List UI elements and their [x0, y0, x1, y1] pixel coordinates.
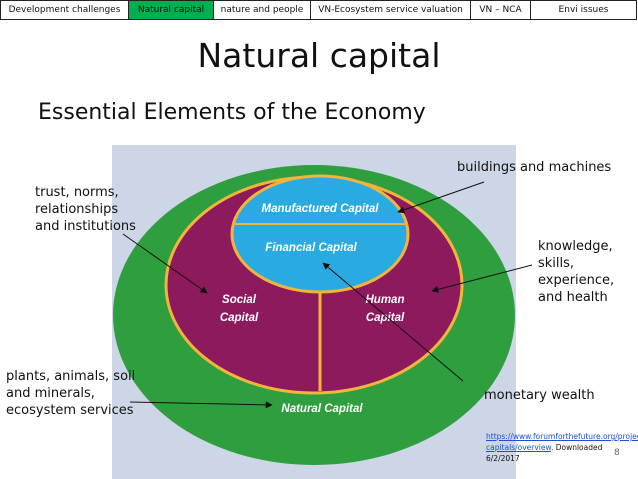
natural-capital-label: Natural Capital: [281, 403, 363, 415]
buildings-machines-annotation: buildings and machines: [457, 160, 612, 175]
financial-capital-label: Financial Capital: [265, 242, 357, 254]
source-citation: https://www.forumforthefuture.org/projec…: [486, 431, 638, 464]
tab-envi-issues[interactable]: Envi issues: [530, 0, 637, 20]
social-capital-label-line2: Capital: [220, 312, 259, 324]
plants-line-1: plants, animals, soil: [6, 369, 136, 384]
tab-ecosystem-service-valuation[interactable]: VN-Ecosystem service valuation: [310, 0, 471, 20]
five-capitals-diagram: Manufactured Capital Financial Capital S…: [112, 145, 516, 479]
plants-line-2: and minerals,: [6, 386, 95, 401]
source-download-date: . Downloaded 6/2/2017: [486, 443, 603, 463]
source-link[interactable]: https://www.forumforthefuture.org/projec…: [486, 432, 638, 452]
tab-natural-capital[interactable]: Natural capital: [128, 0, 214, 20]
trust-line-1: trust, norms,: [35, 185, 119, 200]
human-capital-label-line2: Capital: [366, 312, 405, 324]
knowledge-line-3: experience,: [538, 273, 615, 288]
tab-nature-and-people[interactable]: nature and people: [213, 0, 311, 20]
knowledge-line-2: skills,: [538, 256, 575, 271]
knowledge-skills-annotation: knowledge, skills, experience, and healt…: [538, 238, 614, 306]
monetary-wealth-annotation: monetary wealth: [484, 388, 595, 403]
inner-capital-circle: [230, 174, 410, 294]
trust-line-3: and institutions: [35, 219, 136, 234]
page-number: 8: [614, 448, 620, 458]
trust-norms-annotation: trust, norms, relationships and institut…: [35, 184, 136, 235]
plants-animals-annotation: plants, animals, soil and minerals, ecos…: [6, 368, 135, 419]
social-capital-label-line1: Social: [222, 294, 257, 306]
plants-line-3: ecosystem services: [6, 403, 134, 418]
tab-vn-nca[interactable]: VN – NCA: [470, 0, 531, 20]
human-capital-label-line1: Human: [366, 294, 405, 306]
page-title: Natural capital: [197, 36, 441, 75]
page-subtitle: Essential Elements of the Economy: [38, 100, 426, 125]
knowledge-line-1: knowledge,: [538, 239, 613, 254]
tab-development-challenges[interactable]: Development challenges: [0, 0, 129, 20]
knowledge-line-4: and health: [538, 290, 608, 305]
tab-bar: Development challenges Natural capital n…: [0, 0, 638, 20]
manufactured-capital-label: Manufactured Capital: [262, 203, 380, 215]
trust-line-2: relationships: [35, 202, 119, 217]
